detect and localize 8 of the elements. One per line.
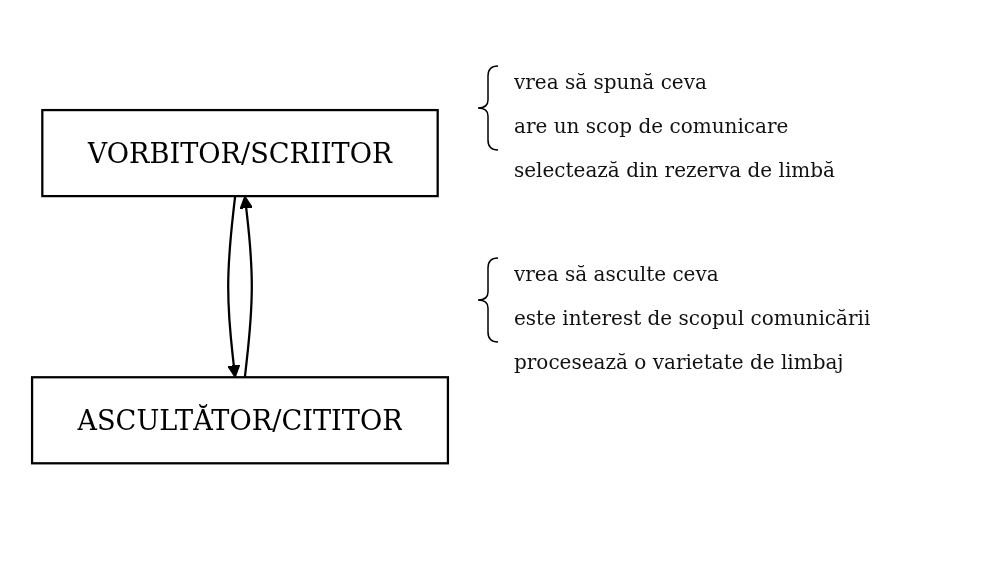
note-text: vrea să asculte ceva [514,261,719,288]
note-text: selectează din rezerva de limbă [514,157,835,184]
note-text: are un scop de comunicare [514,113,789,140]
node-box: ASCULTĂTOR/CITITOR [30,376,450,465]
note-text: procesează o varietate de limbaj [514,349,844,376]
note-text: vrea să spună ceva [514,69,707,96]
node-box: VORBITOR/SCRIITOR [41,109,439,198]
note-text: este interest de scopul comunicării [514,305,871,332]
